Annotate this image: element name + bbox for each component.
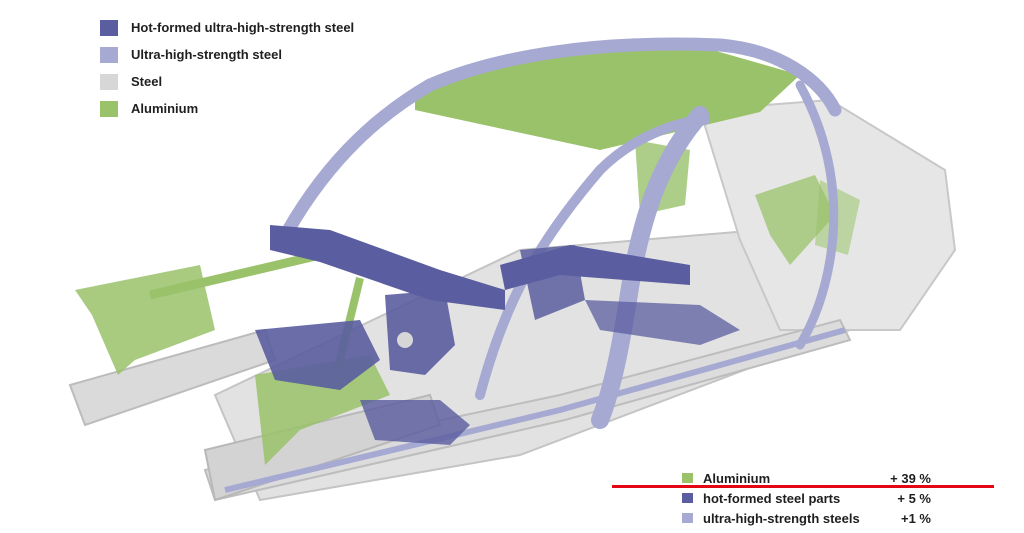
stat-swatch xyxy=(682,493,693,503)
front-suspension-member xyxy=(385,290,455,375)
stat-row-ultra-high-strength: ultra-high-strength steels +1 % xyxy=(612,508,994,528)
legend-swatch xyxy=(100,73,118,90)
legend-item-ultra-high-strength: Ultra-high-strength steel xyxy=(100,41,354,68)
stat-label: ultra-high-strength steels xyxy=(703,510,860,526)
legend-swatch xyxy=(100,19,118,36)
material-increase-table: Aluminium + 39 % hot-formed steel parts … xyxy=(612,468,994,528)
legend-swatch xyxy=(100,100,118,117)
legend-item-steel: Steel xyxy=(100,68,354,95)
strut-brace-left xyxy=(148,250,322,300)
stat-value: + 5 % xyxy=(897,490,931,506)
front-wheel-arch xyxy=(360,400,470,445)
stat-label: Aluminium xyxy=(703,470,771,486)
stat-value: +1 % xyxy=(901,510,931,526)
legend-label: Steel xyxy=(131,74,163,89)
stat-swatch xyxy=(682,473,693,483)
b-pillar xyxy=(591,106,709,429)
sill-reinforcement xyxy=(224,327,846,493)
roof-rail-left xyxy=(273,37,842,252)
legend-label: Hot-formed ultra-high-strength steel xyxy=(131,20,355,35)
floor-tunnel xyxy=(520,245,585,320)
cowl-cross-member xyxy=(270,225,505,310)
legend-label: Ultra-high-strength steel xyxy=(131,47,282,62)
front-strut-tower xyxy=(255,355,390,465)
stat-swatch xyxy=(682,513,693,523)
highlight-rule xyxy=(612,485,994,488)
legend-item-hot-formed: Hot-formed ultra-high-strength steel xyxy=(100,14,354,41)
stat-row-aluminium: Aluminium + 39 % xyxy=(612,468,994,488)
material-legend: Hot-formed ultra-high-strength steel Ult… xyxy=(100,14,354,122)
c-pillar xyxy=(795,80,839,350)
suspension-mount-hole xyxy=(397,332,413,348)
stat-row-hot-formed: hot-formed steel parts + 5 % xyxy=(612,488,994,508)
legend-label: Aluminium xyxy=(131,101,199,116)
rear-shelf-panel xyxy=(755,175,835,265)
firewall-lower xyxy=(255,320,380,390)
door-ring xyxy=(475,115,710,400)
stat-value: + 39 % xyxy=(890,470,931,486)
stat-label: hot-formed steel parts xyxy=(703,490,841,506)
legend-swatch xyxy=(100,46,118,63)
rear-cross-member xyxy=(585,300,740,345)
legend-item-aluminium: Aluminium xyxy=(100,95,354,122)
